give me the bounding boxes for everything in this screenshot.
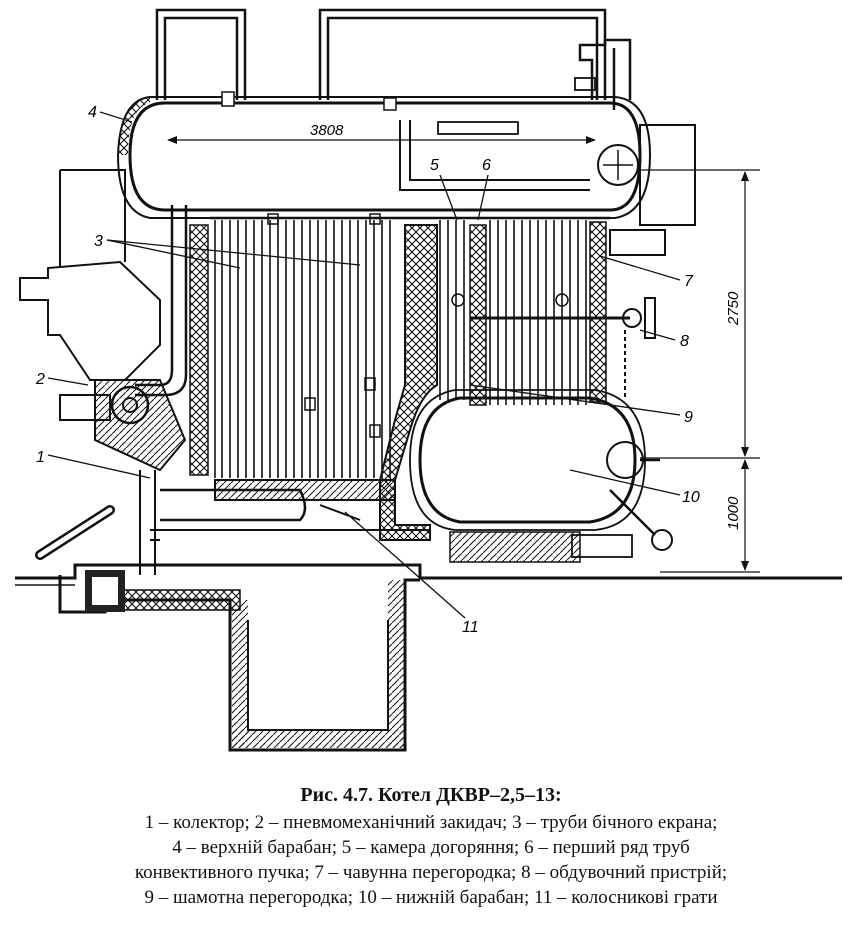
caption-line-3: конвективного пучка; 7 – чавунна перегор… <box>134 862 728 883</box>
ground-line <box>15 563 842 586</box>
caption-line-4: 9 – шамотна перегородка; 10 – нижній бар… <box>144 887 718 908</box>
caption-title: Рис. 4.7. Котел ДКВР–2,5–13: <box>300 784 562 806</box>
top-pipes <box>155 8 632 110</box>
caption-line-2: 4 – верхній барабан; 5 – камера догорянн… <box>172 837 690 858</box>
cast-iron-partition <box>469 224 487 406</box>
lower-drum <box>409 389 673 563</box>
callout-5: 5 <box>430 157 439 174</box>
dimension-heights <box>640 169 760 573</box>
dim-1000-label: 1000 <box>725 496 742 530</box>
chamotte-partition <box>379 224 438 541</box>
dimension-drum-length: 3808 <box>167 122 596 144</box>
callout-1: 1 <box>36 449 45 466</box>
boiler-drawing: 3808 2750 1000 <box>15 8 842 752</box>
callout-8: 8 <box>680 333 689 350</box>
right-casing <box>609 124 696 256</box>
callout-2: 2 <box>35 371 45 388</box>
callout-3: 3 <box>94 233 103 250</box>
figure-caption: Рис. 4.7. Котел ДКВР–2,5–13: 1 – колекто… <box>0 782 862 910</box>
foundation-pit <box>58 570 420 752</box>
dim-2750-label: 2750 <box>725 291 742 326</box>
grate <box>150 479 430 541</box>
blower-device <box>470 297 656 400</box>
callout-7: 7 <box>684 273 694 290</box>
upper-drum <box>116 91 652 219</box>
callout-10: 10 <box>682 489 700 506</box>
callout-4: 4 <box>88 104 97 121</box>
leader-lines <box>47 111 681 619</box>
caption-line-1: 1 – колектор; 2 – пневмомеханічний закид… <box>144 812 718 833</box>
right-wall-lining <box>589 221 607 403</box>
side-screen-tubes <box>35 205 209 575</box>
convective-tube-bundle <box>214 220 587 478</box>
tube-bundle-frame <box>210 213 610 438</box>
callout-9: 9 <box>684 409 693 426</box>
pneumatic-feeder <box>19 169 187 472</box>
callout-6: 6 <box>482 157 491 174</box>
callout-11: 11 <box>462 619 479 636</box>
dim-3808-label: 3808 <box>310 122 344 139</box>
